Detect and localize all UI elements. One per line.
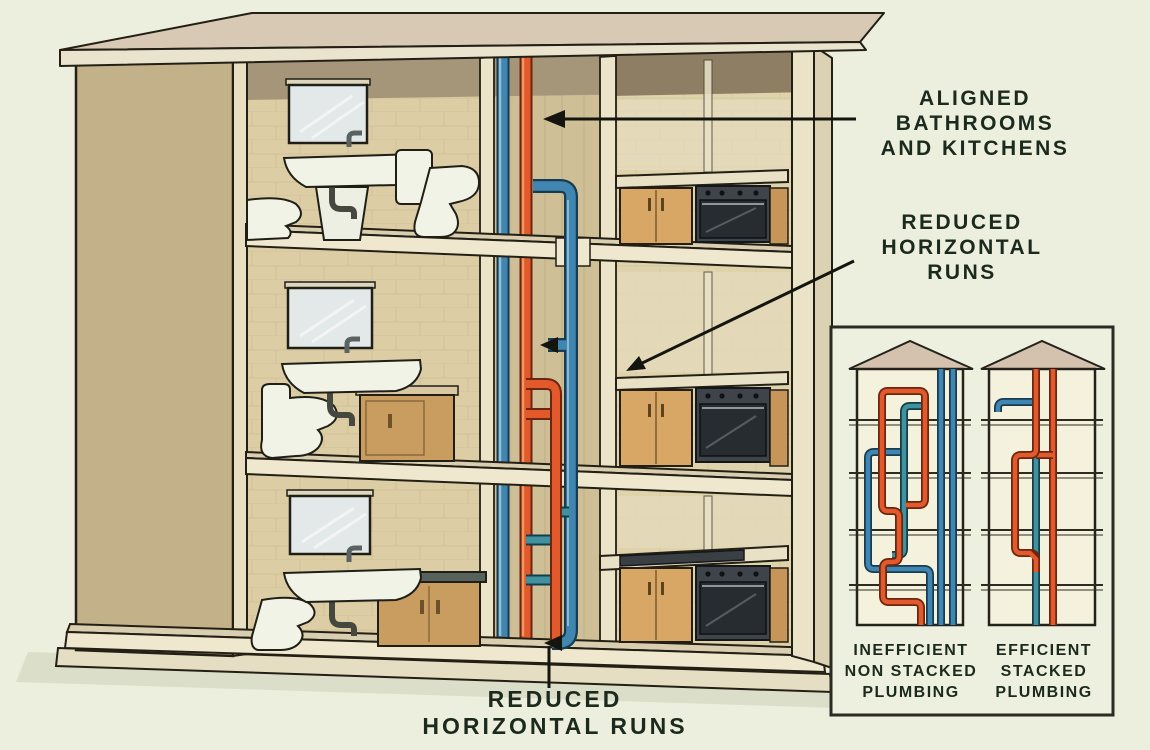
vanity-handle: [388, 414, 392, 428]
inset-caption-inefficient: INEFFICIENT NON STACKED PLUMBING: [838, 640, 984, 703]
annotation-line: HORIZONTAL: [881, 236, 1043, 259]
right-wall-outer-face: [813, 44, 833, 670]
cabinet-handle: [661, 582, 664, 595]
inset-caption-efficient: EFFICIENT STACKED PLUMBING: [972, 640, 1116, 703]
arrow-reduced-line: [633, 259, 855, 369]
cabinet-handle: [661, 198, 664, 211]
sink-faucet: [346, 545, 362, 562]
kitchen-trim: [769, 187, 789, 245]
annotation-reduced-runs-right: REDUCED HORIZONTAL RUNS: [837, 210, 1087, 285]
mirror: [288, 494, 372, 556]
left-wall-cut-edge: [232, 49, 248, 658]
annotation-line: BATHROOMS: [895, 112, 1055, 135]
tangled-pipes: [864, 369, 957, 625]
toilet-bowl: [250, 596, 316, 651]
toilet-bowl: [260, 383, 338, 460]
inset-tower-efficient: [980, 339, 1106, 627]
inset-tower-inefficient: [848, 339, 974, 627]
caption-line: NON STACKED: [844, 663, 978, 680]
annotation-line: RUNS: [927, 261, 997, 284]
kitchen-trim: [769, 389, 789, 467]
sink-pedestal: [314, 186, 370, 241]
sink-basin: [282, 567, 423, 604]
annotation-line: HORIZONTAL RUNS: [422, 713, 688, 739]
vanity-handle: [420, 600, 424, 614]
tower-body: [987, 367, 1097, 627]
kitchen-bottom: [599, 544, 789, 643]
left-wall: [74, 50, 235, 658]
toilet-bowl: [413, 164, 481, 238]
caption-line: PLUMBING: [995, 684, 1093, 701]
kitchen-top: [615, 168, 789, 245]
caption-line: INEFFICIENT: [853, 642, 969, 659]
annotation-arrows: [543, 110, 856, 688]
kitchen-counter: [615, 370, 789, 392]
sink-trap: [327, 393, 355, 426]
kitchen-trim: [769, 567, 789, 643]
arrow-aligned-head: [543, 110, 565, 128]
pipe-orange-main: [519, 50, 533, 640]
inset-panel: [829, 325, 1115, 717]
arrow-reduced-head: [626, 356, 646, 371]
annotation-line: REDUCED: [901, 211, 1023, 234]
bathroom-middle: [260, 281, 459, 462]
stacked-pipes: [994, 369, 1057, 625]
cabinet-handle: [661, 404, 664, 417]
roof: [59, 12, 885, 67]
cabinet-handle: [648, 582, 651, 595]
sink-trap: [329, 602, 357, 636]
toilet-bowl-left: [246, 197, 302, 242]
annotation-aligned-bathrooms: ALIGNED BATHROOMS AND KITCHENS: [845, 86, 1105, 161]
tower-body: [855, 367, 965, 627]
annotation-line: REDUCED: [487, 686, 623, 712]
bathroom-bottom: [250, 489, 487, 651]
kitchen-counter: [615, 168, 789, 190]
annotation-reduced-runs-bottom: REDUCED HORIZONTAL RUNS: [375, 686, 735, 740]
annotation-line: ALIGNED: [919, 87, 1031, 110]
pipe-orange-branch: [526, 378, 562, 640]
caption-line: EFFICIENT: [995, 642, 1093, 659]
sink-trap: [329, 187, 357, 219]
vanity-cabinet: [359, 394, 455, 462]
caption-line: PLUMBING: [862, 684, 960, 701]
cooktop: [619, 549, 745, 567]
kitchen-middle: [615, 370, 789, 467]
flow-arrowhead-mid: [540, 337, 558, 353]
cabinet-handle: [648, 404, 651, 417]
cabinet-handle: [648, 198, 651, 211]
sink-faucet: [344, 336, 360, 353]
sink-basin: [280, 358, 423, 395]
caption-line: STACKED: [1000, 663, 1088, 680]
sink-faucet: [346, 130, 362, 147]
right-wall: [791, 42, 815, 664]
vanity-handle: [436, 600, 440, 614]
pipe-blue-main: [496, 50, 510, 640]
bathroom-top: [246, 78, 481, 242]
flow-arrowhead-bottom: [544, 635, 562, 651]
annotation-line: AND KITCHENS: [880, 137, 1070, 160]
